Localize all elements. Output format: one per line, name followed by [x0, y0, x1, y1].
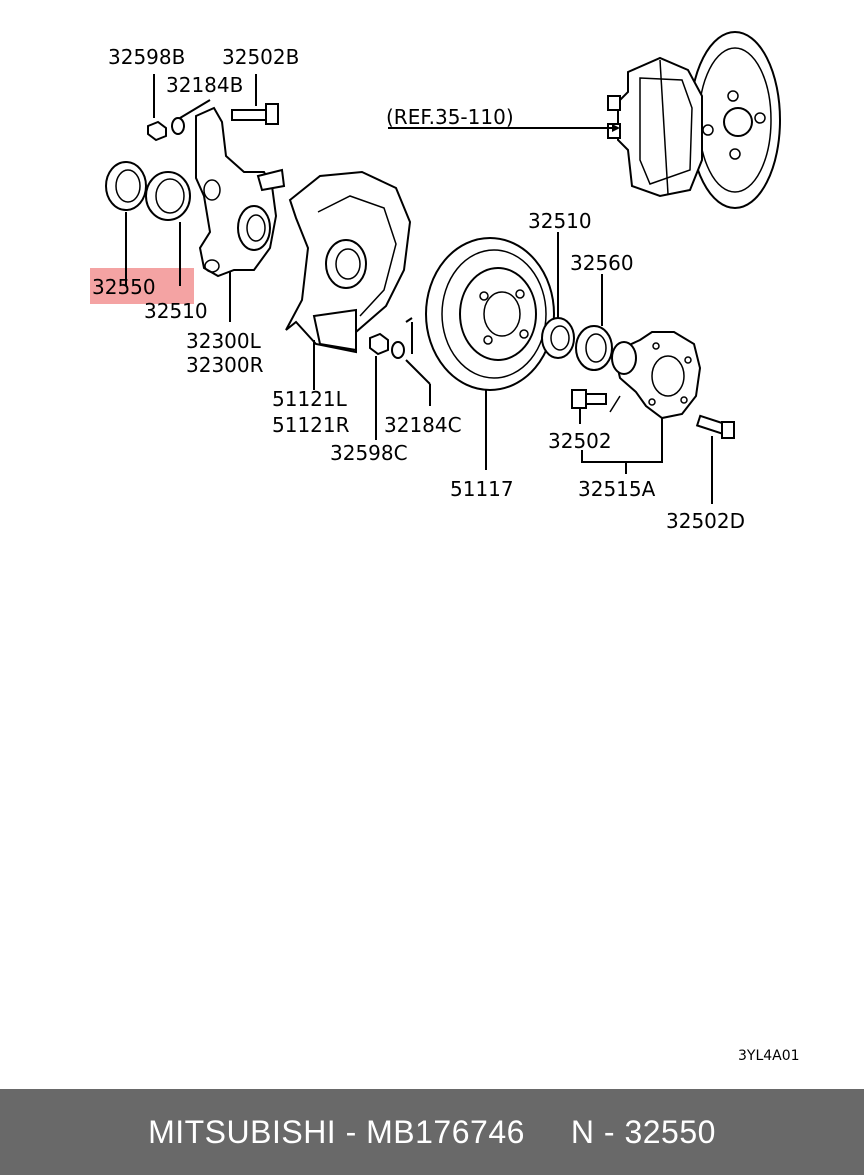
- bracket-line-2: [405, 317, 413, 323]
- label-32184B: 32184B: [166, 73, 243, 97]
- bolt-32502-drawing: [571, 389, 607, 409]
- label-51117: 51117: [450, 477, 514, 501]
- label-32502D: 32502D: [666, 509, 745, 533]
- label-32550: 32550: [92, 275, 156, 299]
- nut-32598C-drawing: [369, 332, 389, 356]
- seal-32550-drawing: [105, 161, 147, 211]
- brake-disc-51117-drawing: [425, 237, 555, 391]
- diagram-code: 3YL4A01: [738, 1048, 800, 1064]
- nut-32598B-drawing: [147, 120, 167, 142]
- label-32560: 32560: [570, 251, 634, 275]
- label-32300L: 32300L: [186, 329, 262, 353]
- washer-32184C-drawing: [391, 341, 405, 359]
- bolt-32502D-drawing: [695, 414, 735, 439]
- footer-bar: MITSUBISHI - MB176746 N - 32550: [0, 1089, 864, 1175]
- ref-arrow-icon: [612, 124, 620, 132]
- hub-32515A-drawing: [611, 331, 702, 420]
- bracket-line-3: [609, 395, 621, 413]
- highlight-32550: [90, 268, 194, 304]
- washer-32184B-drawing: [171, 117, 185, 135]
- label-32510-right: 32510: [528, 209, 592, 233]
- label-32300R: 32300R: [186, 353, 264, 377]
- label-32184C: 32184C: [384, 413, 462, 437]
- label-51121L: 51121L: [272, 387, 348, 411]
- brake-assembly-reference-drawing: [607, 31, 781, 209]
- knuckle-32300-drawing: [195, 106, 286, 278]
- leader-32184C: [405, 359, 431, 385]
- label-32510-left: 32510: [144, 299, 208, 323]
- label-32515A: 32515A: [578, 477, 656, 501]
- footer-number: N - 32550: [570, 1113, 716, 1150]
- dust-shield-51121-drawing: [285, 170, 412, 354]
- label-32598C: 32598C: [330, 441, 408, 465]
- seal-32560-drawing: [575, 325, 613, 371]
- label-51121R: 51121R: [272, 413, 350, 437]
- parts-diagram: (REF.35-110): [90, 31, 800, 1064]
- footer-brand-part: MITSUBISHI - MB176746: [148, 1113, 525, 1150]
- label-32598B: 32598B: [108, 45, 185, 69]
- label-32502: 32502: [548, 429, 612, 453]
- bearing-32510-right-drawing: [541, 317, 575, 359]
- bearing-32510-left-drawing: [145, 171, 191, 221]
- bracket-32515A: [581, 418, 663, 463]
- ref-label: (REF.35-110): [386, 105, 514, 129]
- leader-32184B: [179, 99, 211, 119]
- bolt-32502B-drawing: [231, 103, 279, 125]
- label-32502B: 32502B: [222, 45, 299, 69]
